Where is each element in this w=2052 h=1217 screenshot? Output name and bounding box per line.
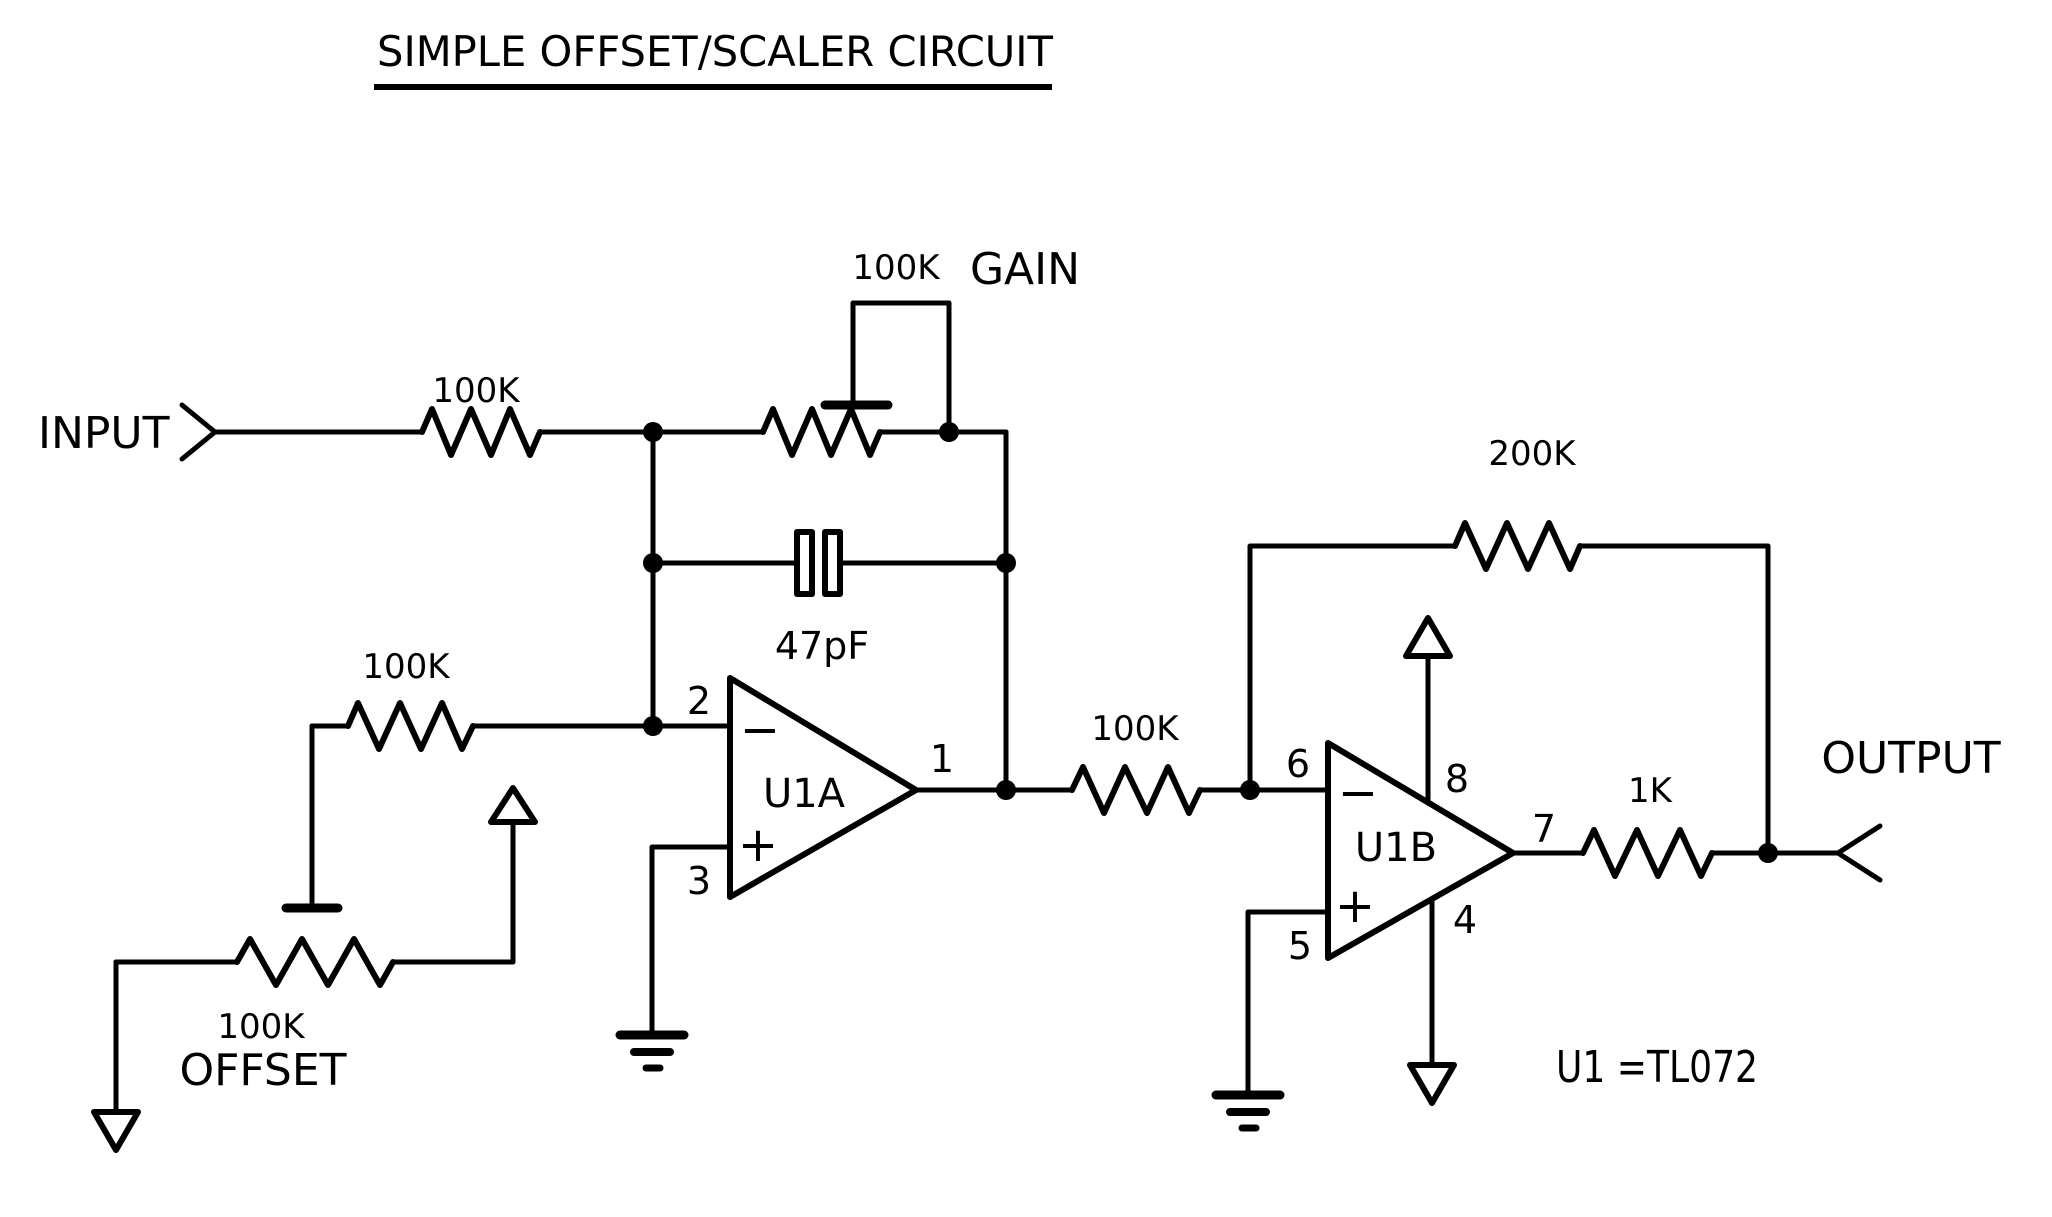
wire-u1a-noninverting — [649, 844, 733, 1035]
u1a-pin-3: 3 — [687, 859, 711, 903]
junction-dot — [643, 553, 663, 573]
resistor-interstage — [1069, 764, 1203, 816]
junction-dot — [996, 780, 1016, 800]
wire-feedback-right — [1577, 543, 1771, 856]
capacitor-value: 47pF — [775, 624, 869, 668]
junction-dot — [643, 422, 663, 442]
gain-pot-resistor — [760, 406, 883, 458]
wire-u1b-noninverting — [1245, 909, 1331, 1095]
ground-symbol-u1b — [1211, 1090, 1285, 1132]
page-title: SIMPLE OFFSET/SCALER CIRCUIT — [377, 27, 1053, 76]
u1b-plus-symbol: + — [1335, 878, 1375, 934]
ground-symbol-u1a — [615, 1030, 689, 1072]
resistor-input — [419, 406, 543, 458]
u1b-minus-symbol: − — [1338, 765, 1378, 821]
resistor-output-value: 1K — [1628, 771, 1674, 811]
resistor-offset-series-value: 100K — [362, 647, 451, 687]
resistor-interstage-value: 100K — [1091, 709, 1180, 749]
junction-dots — [643, 422, 1778, 863]
input-label: INPUT — [38, 408, 170, 459]
u1a-pin-2: 2 — [687, 679, 711, 723]
supply-arrow-vplus-icon — [1403, 615, 1453, 659]
output-label: OUTPUT — [1821, 733, 2000, 784]
capacitor-plate-left — [794, 529, 815, 597]
u1b-pin-4: 4 — [1453, 898, 1477, 942]
output-connector-icon — [1835, 823, 1883, 883]
resistor-feedback-value: 200K — [1488, 434, 1577, 474]
part-note: U1 =TL072 — [1556, 1042, 1758, 1093]
supply-arrow-positive-icon — [488, 785, 538, 825]
offset-pot-name: OFFSET — [179, 1045, 346, 1096]
u1b-ref: U1B — [1355, 825, 1437, 871]
resistor-feedback — [1452, 520, 1583, 572]
opamp-u1a — [727, 675, 919, 900]
gain-pot-value: 100K — [852, 248, 941, 288]
opamp-u1b — [1325, 740, 1516, 961]
supply-arrow-vminus-icon — [1407, 1062, 1457, 1106]
u1b-pin-5: 5 — [1288, 924, 1312, 968]
wire-feedback-left — [1247, 543, 1458, 793]
offset-pot-value: 100K — [217, 1007, 306, 1047]
u1a-plus-symbol: + — [738, 817, 778, 873]
junction-dot — [643, 716, 663, 736]
resistor-input-value: 100K — [432, 371, 521, 411]
junction-dot — [939, 422, 959, 442]
supply-arrow-negative-icon — [91, 1109, 141, 1153]
resistor-offset-series — [345, 700, 476, 752]
u1a-pin-1: 1 — [930, 737, 954, 781]
offset-pot-resistor — [234, 936, 396, 988]
u1b-pin-7: 7 — [1532, 807, 1556, 851]
gain-pot-name: GAIN — [970, 244, 1080, 295]
u1a-minus-symbol: − — [740, 702, 780, 758]
junction-dot — [1240, 780, 1260, 800]
junction-dot — [1758, 843, 1778, 863]
resistor-output — [1580, 827, 1715, 879]
u1a-ref: U1A — [763, 771, 846, 817]
u1b-pin-6: 6 — [1286, 742, 1310, 786]
u1b-pin-8: 8 — [1445, 757, 1469, 801]
junction-dot — [996, 553, 1016, 573]
gain-wiper-arm — [850, 300, 952, 435]
